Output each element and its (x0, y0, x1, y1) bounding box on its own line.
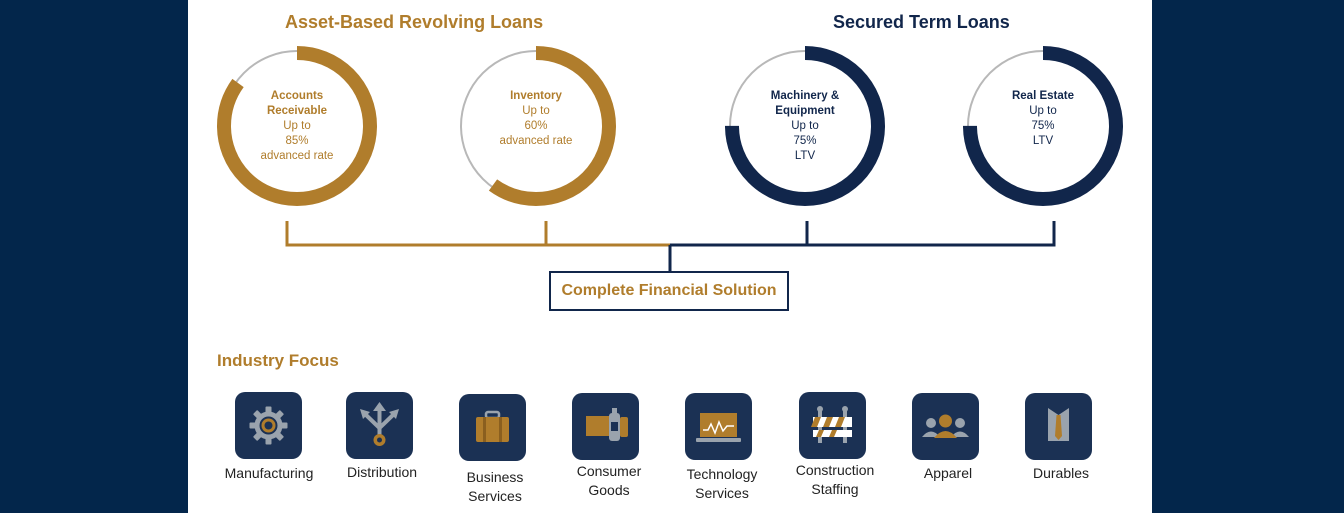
ring-progress-accounts-receivable (217, 46, 377, 206)
gear-icon (249, 406, 288, 445)
industry-label-text: Manufacturing (224, 465, 314, 481)
ring-line: Up to (791, 120, 819, 132)
revolving-loans-heading: Asset-Based Revolving Loans (285, 12, 544, 32)
industry-label-text: Durables (1032, 465, 1090, 481)
ring-title: Inventory (510, 90, 562, 102)
industry-tile-technology-services (685, 393, 752, 460)
gold-connector (285, 221, 670, 247)
term-loans-heading: Secured Term Loans (833, 12, 1010, 32)
industry-label-text: Consumer Goods (576, 463, 642, 498)
loan-rings-diagram (217, 46, 1123, 271)
ring-inventory (456, 46, 616, 206)
industry-label-durables: Durables (1006, 464, 1116, 483)
ring-accounts-receivable (217, 46, 377, 206)
people-icon (922, 414, 969, 438)
ring-machinery-equipment (725, 46, 885, 206)
industry-label-business-services: Business Services (440, 468, 550, 506)
ring-line: LTV (1032, 135, 1054, 147)
industry-label-text: Distribution (346, 464, 418, 480)
ring-title: Machinery & Equipment (770, 90, 840, 117)
industry-label-text: Technology Services (686, 466, 758, 501)
ring-title: Accounts Receivable (266, 90, 328, 117)
connector-lines (285, 221, 1056, 271)
ring-label-machinery-equipment: Machinery & Equipment Up to 75% LTV (750, 89, 860, 164)
ring-line: Up to (1029, 105, 1057, 117)
ring-real-estate (963, 46, 1123, 206)
ring-line: advanced rate (260, 150, 334, 162)
distribution-arrows-icon (360, 402, 399, 446)
ring-line: 75% (1031, 120, 1055, 132)
ring-line: Up to (283, 120, 311, 132)
ring-line: advanced rate (499, 135, 573, 147)
ring-label-inventory: Inventory Up to 60% advanced rate (481, 89, 591, 149)
ring-line: 85% (285, 135, 309, 147)
industry-tile-construction-staffing (799, 392, 866, 459)
industry-label-text: Business Services (466, 469, 524, 504)
ring-line: Up to (522, 105, 550, 117)
industry-tile-distribution (346, 392, 413, 459)
navy-connector (670, 221, 1056, 247)
main-panel: Asset-Based Revolving Loans Secured Term… (188, 0, 1152, 513)
laptop-icon (696, 413, 741, 442)
ring-progress-machinery-equipment (725, 46, 885, 206)
shirt-tie-icon (1048, 408, 1069, 441)
industry-focus-heading: Industry Focus (217, 351, 339, 370)
ring-line: 60% (524, 120, 548, 132)
industry-label-consumer-goods: Consumer Goods (554, 462, 664, 500)
industry-label-manufacturing: Manufacturing (214, 464, 324, 483)
industry-label-technology-services: Technology Services (667, 465, 777, 503)
industry-label-apparel: Apparel (893, 464, 1003, 483)
ring-progress-inventory (456, 46, 616, 206)
ring-title: Real Estate (1011, 90, 1074, 102)
briefcase-icon (476, 410, 509, 442)
ring-label-accounts-receivable: Accounts Receivable Up to 85% advanced r… (242, 89, 352, 164)
industry-label-construction-staffing: Construction Staffing (780, 461, 890, 499)
ring-line: LTV (794, 150, 816, 162)
industry-tile-consumer-goods (572, 393, 639, 460)
industry-label-text: Construction Staffing (795, 462, 875, 497)
industry-tile-manufacturing (235, 392, 302, 459)
industry-label-text: Apparel (923, 465, 973, 481)
ring-line: 75% (793, 135, 817, 147)
solution-label: Complete Financial Solution (561, 282, 777, 299)
industry-tile-business-services (459, 394, 526, 461)
ring-label-real-estate: Real Estate Up to 75% LTV (988, 89, 1098, 149)
consumer-goods-icon (586, 408, 628, 441)
complete-financial-solution-box: Complete Financial Solution (549, 271, 789, 311)
industry-tile-durables (1025, 393, 1092, 460)
industry-tile-apparel (912, 393, 979, 460)
industry-label-distribution: Distribution (327, 463, 437, 482)
construction-barrier-icon (811, 406, 852, 443)
ring-progress-real-estate (963, 46, 1123, 206)
